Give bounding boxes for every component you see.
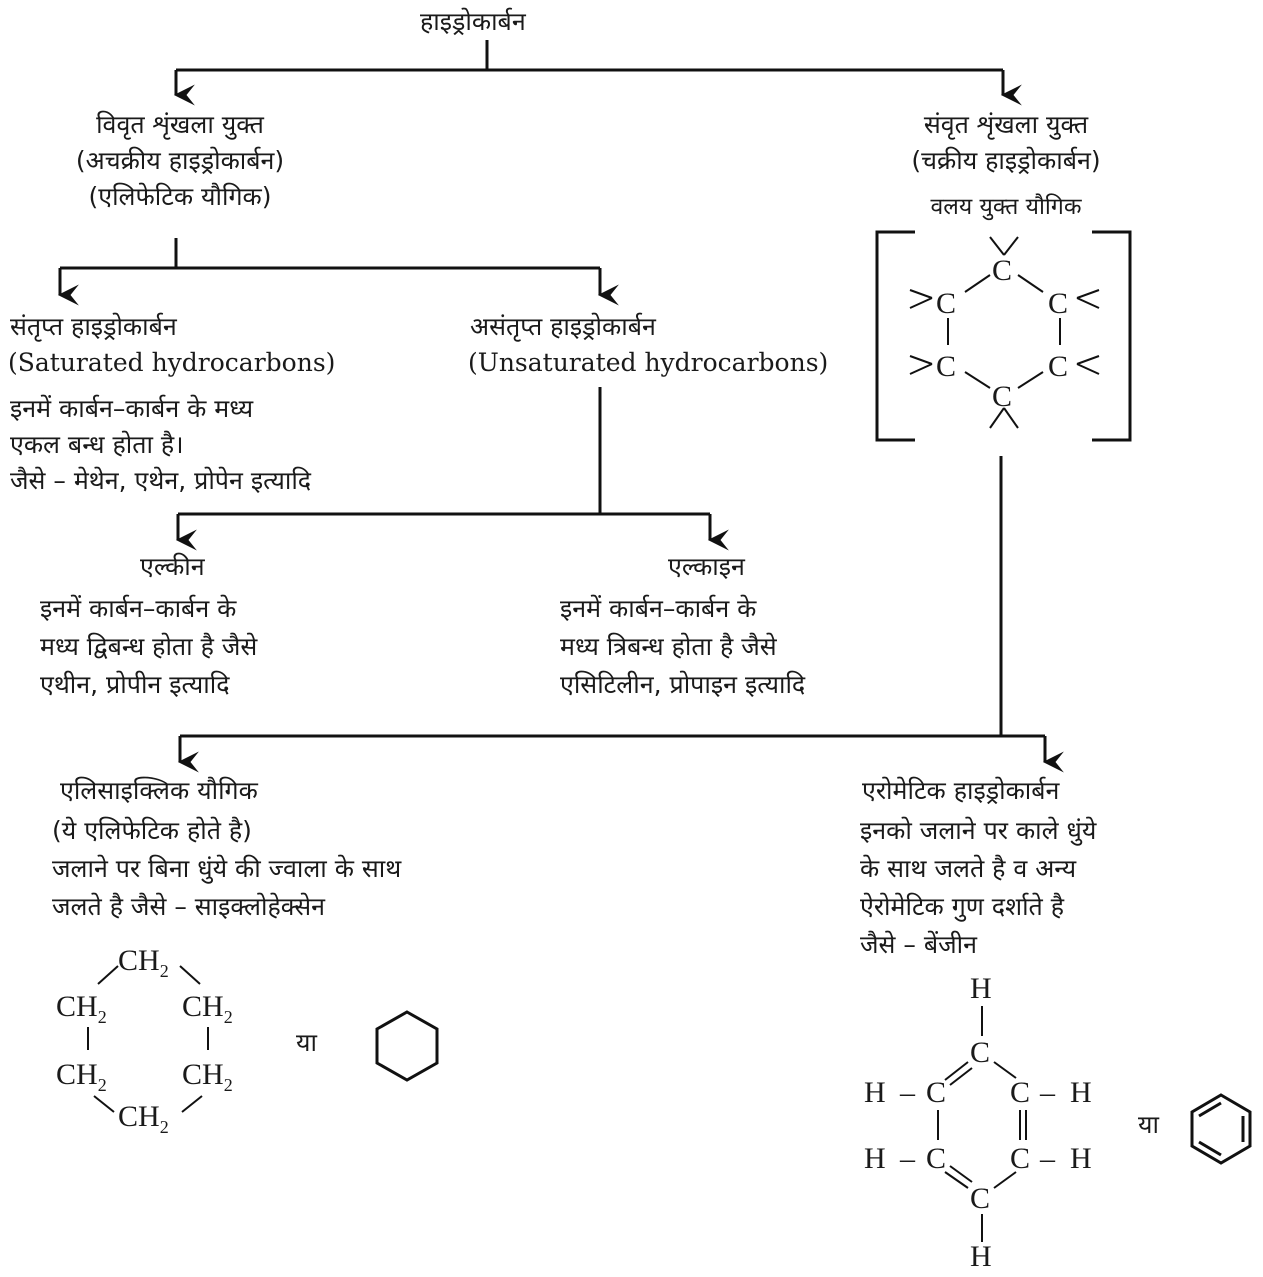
ring-atom-lower-left: C bbox=[936, 350, 957, 383]
saturated-desc2: एकल बन्ध होता है। bbox=[10, 430, 184, 459]
ring-atom-upper-left: C bbox=[936, 287, 957, 320]
alkyne-desc3: एसिटिलीन, प्रोपाइन इत्यादि bbox=[560, 670, 806, 699]
benzene-bonds bbox=[937, 1006, 1027, 1242]
benzene-bond-lower-left: – bbox=[900, 1142, 915, 1175]
benzene-c-bottom: C bbox=[970, 1182, 991, 1215]
alicyclic-desc2: जलाने पर बिना धुंये की ज्वाला के साथ bbox=[52, 854, 402, 883]
unsaturated-title: असंतृप्त हाइड्रोकार्बन bbox=[470, 312, 656, 341]
alkene-desc2: मध्य द्विबन्ध होता है जैसे bbox=[40, 632, 258, 661]
alkyne-title: एल्काइन bbox=[668, 552, 745, 581]
aromatic-desc1: इनको जलाने पर काले धुंये bbox=[860, 816, 1097, 845]
ring-atom-top: C bbox=[992, 254, 1013, 287]
cyclohexane-skeletal-hexagon bbox=[375, 1010, 439, 1082]
benzene-bond-upper-left: – bbox=[900, 1076, 915, 1109]
alkene-desc3: एथीन, प्रोपीन इत्यादि bbox=[40, 670, 230, 699]
alkene-title: एल्कीन bbox=[140, 552, 205, 581]
alkyne-desc2: मध्य त्रिबन्ध होता है जैसे bbox=[560, 632, 777, 661]
closed-chain-line3: वलय युक्त यौगिक bbox=[930, 194, 1082, 220]
aromatic-desc4: जैसे – बेंजीन bbox=[860, 930, 978, 959]
aromatic-desc2: के साथ जलते है व अन्य bbox=[860, 854, 1077, 883]
benzene-c-upper-right: C bbox=[1010, 1076, 1031, 1109]
benzene-h-lower-left: H bbox=[864, 1142, 886, 1175]
closed-chain-line1: संवृत शृंखला युक्त bbox=[923, 110, 1089, 139]
benzene-h-upper-left: H bbox=[864, 1076, 886, 1109]
benzene-c-top: C bbox=[970, 1036, 991, 1069]
cyclohexane-ch2-bottom: CH2 bbox=[118, 1100, 169, 1137]
benzene-c-lower-left: C bbox=[926, 1142, 947, 1175]
ring-atom-bottom: C bbox=[992, 380, 1013, 413]
benzene-skeletal-hexagon bbox=[1190, 1093, 1252, 1165]
ring-atom-upper-right: C bbox=[1048, 287, 1069, 320]
right-bracket bbox=[1092, 230, 1132, 442]
alicyclic-title: एलिसाइक्लिक यौगिक bbox=[60, 776, 258, 805]
cyclohexane-ch2-lower-right: CH2 bbox=[182, 1058, 233, 1095]
open-chain-line3: (एलिफेटिक यौगिक) bbox=[88, 182, 272, 211]
open-chain-line2: (अचक्रीय हाइड्रोकार्बन) bbox=[75, 146, 285, 175]
cyclohexane-ch2-upper-right: CH2 bbox=[182, 990, 233, 1027]
benzene-or-label: या bbox=[1138, 1110, 1159, 1139]
benzene-h-lower-right: H bbox=[1070, 1142, 1092, 1175]
alkene-desc1: इनमें कार्बन–कार्बन के bbox=[40, 594, 237, 623]
cyclohexane-ch2-upper-left: CH2 bbox=[56, 990, 107, 1027]
ring-atom-lower-right: C bbox=[1048, 350, 1069, 383]
open-chain-line1: विवृत शृंखला युक्त bbox=[96, 110, 264, 139]
closed-chain-line2: (चक्रीय हाइड्रोकार्बन) bbox=[911, 146, 1101, 175]
aromatic-title: एरोमेटिक हाइड्रोकार्बन bbox=[862, 776, 1060, 805]
alicyclic-desc3: जलते है जैसे – साइक्लोहेक्सेन bbox=[52, 892, 325, 921]
benzene-c-upper-left: C bbox=[926, 1076, 947, 1109]
benzene-bond-lower-right: – bbox=[1040, 1142, 1055, 1175]
cyclohexane-ch2-top: CH2 bbox=[118, 944, 169, 981]
cyclohexane-ch2-lower-left: CH2 bbox=[56, 1058, 107, 1095]
saturated-desc3: जैसे – मेथेन, एथेन, प्रोपेन इत्यादि bbox=[10, 466, 312, 495]
cyclohexane-or-label: या bbox=[296, 1028, 317, 1057]
alicyclic-desc1: (ये एलिफेटिक होते है) bbox=[52, 816, 252, 845]
aromatic-desc3: ऐरोमेटिक गुण दर्शाते है bbox=[860, 892, 1065, 921]
saturated-title: संतृप्त हाइड्रोकार्बन bbox=[10, 312, 177, 341]
benzene-c-lower-right: C bbox=[1010, 1142, 1031, 1175]
saturated-english: (Saturated hydrocarbons) bbox=[8, 348, 336, 377]
alkyne-desc1: इनमें कार्बन–कार्बन के bbox=[560, 594, 757, 623]
generic-ring-bonds bbox=[909, 236, 1100, 429]
cyclohexane-bonds bbox=[87, 965, 209, 1113]
benzene-h-top: H bbox=[970, 972, 992, 1005]
unsaturated-english: (Unsaturated hydrocarbons) bbox=[468, 348, 829, 377]
benzene-h-bottom: H bbox=[970, 1240, 992, 1273]
root-title: हाइड्रोकार्बन bbox=[420, 7, 526, 36]
benzene-bond-upper-right: – bbox=[1040, 1076, 1055, 1109]
benzene-h-upper-right: H bbox=[1070, 1076, 1092, 1109]
saturated-desc1: इनमें कार्बन–कार्बन के मध्य bbox=[10, 394, 254, 423]
left-bracket bbox=[875, 230, 915, 442]
